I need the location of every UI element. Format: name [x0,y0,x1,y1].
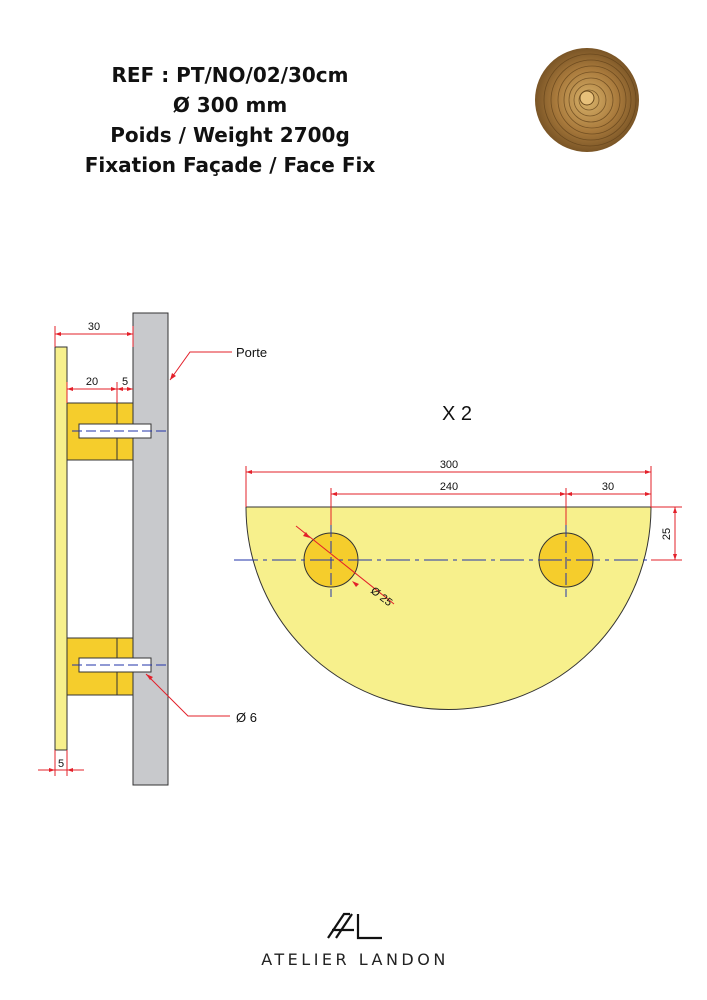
weight-text: Poids / Weight 2700g [110,123,350,147]
dim-width-label: 300 [440,459,458,471]
side-view: 30 20 5 5 Porte Ø 6 [38,312,267,786]
ref-text: REF : PT/NO/02/30cm [111,63,349,87]
spec-header: REF : PT/NO/02/30cm Ø 300 mm Poids / Wei… [60,60,400,180]
dim-plate-label: 5 [58,758,64,770]
half-disc [245,506,652,710]
diameter-text: Ø 300 mm [172,93,288,117]
door-label: Porte [236,345,267,360]
brand-name: ATELIER LANDON [261,950,449,969]
screw-label: Ø 6 [236,710,257,725]
plate-side [54,346,68,751]
dim-edge-label: 30 [602,481,614,493]
product-thumbnail [535,48,639,152]
door-panel [132,312,169,786]
dim-spacer-label: 20 [86,376,98,388]
brand-logo: ATELIER LANDON [250,910,460,969]
dim-gap-label: 5 [122,376,128,388]
dim-total-label: 30 [88,321,100,333]
dim-height-label: 25 [661,528,673,540]
brand-mark-icon [327,912,382,940]
dim-holes-label: 240 [440,481,458,493]
fixation-text: Fixation Façade / Face Fix [84,153,376,177]
quantity-label: X 2 [442,403,472,425]
front-view: X 2 300 240 [234,403,682,710]
